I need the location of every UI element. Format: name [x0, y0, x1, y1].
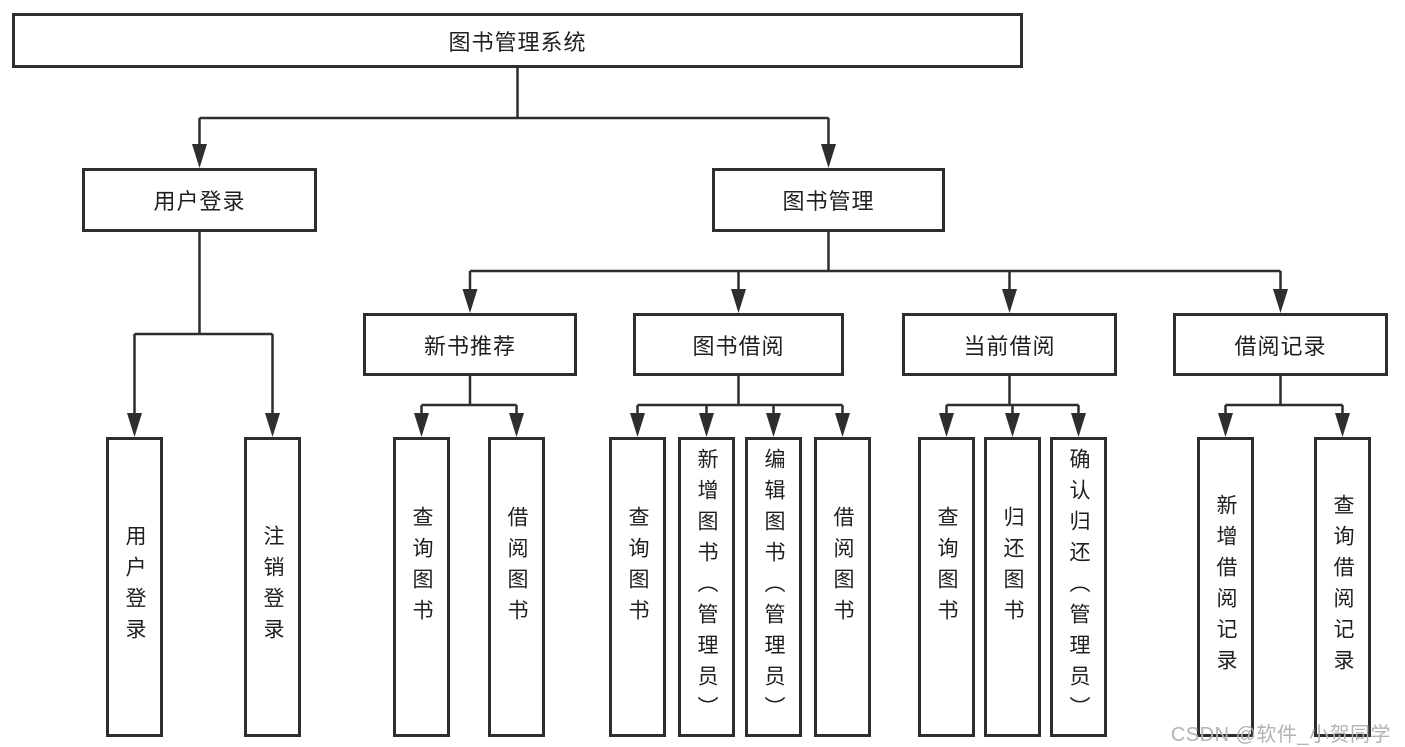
node-label: 新增借阅记录 — [1214, 494, 1237, 680]
node-label: 查询图书 — [935, 506, 958, 630]
node-book-borrowing: 图书借阅 — [633, 313, 844, 376]
node-label: 图书管理系统 — [448, 29, 587, 55]
node-label: 查询借阅记录 — [1331, 494, 1354, 680]
arrowhead-icon — [127, 413, 142, 437]
arrowhead-icon — [630, 413, 645, 437]
node-current-borrowing: 当前借阅 — [902, 313, 1117, 376]
arrowhead-icon — [1002, 289, 1017, 313]
node-label: 查询图书 — [410, 506, 433, 630]
arrowhead-icon — [766, 413, 781, 437]
node-label: 用户登录 — [153, 189, 246, 214]
leaf-edit-books-admin: 编辑图书（管理员） — [745, 437, 802, 737]
arrowhead-icon — [821, 144, 836, 168]
arrowhead-icon — [265, 413, 280, 437]
arrowhead-icon — [1273, 289, 1288, 313]
node-label: 当前借阅 — [963, 333, 1056, 359]
arrowhead-icon — [1218, 413, 1233, 437]
connector-borrow-record-to-children — [1218, 376, 1350, 437]
arrowhead-icon — [939, 413, 954, 437]
node-label: 确认归还（管理员） — [1067, 447, 1090, 727]
node-label: 新书推荐 — [423, 333, 516, 359]
node-label: 图书管理 — [782, 189, 875, 214]
arrowhead-icon — [192, 144, 207, 168]
node-label: 编辑图书（管理员） — [762, 447, 785, 727]
arrowhead-icon — [835, 413, 850, 437]
node-borrowing-records: 借阅记录 — [1173, 313, 1388, 376]
node-book-management: 图书管理 — [712, 168, 945, 232]
node-label: 用户登录 — [123, 525, 146, 649]
node-root-system: 图书管理系统 — [12, 13, 1023, 68]
node-label: 图书借阅 — [692, 333, 785, 359]
connector-new-book-rec-to-children — [414, 376, 524, 437]
connector-current-borrow-to-children — [939, 376, 1086, 437]
node-user-login: 用户登录 — [82, 168, 317, 232]
node-label: 借阅图书 — [505, 506, 528, 630]
arrowhead-icon — [462, 289, 478, 313]
node-new-book-recommend: 新书推荐 — [363, 313, 577, 376]
arrowhead-icon — [1071, 413, 1086, 437]
leaf-query-borrow-record: 查询借阅记录 — [1314, 437, 1371, 737]
leaf-user-login: 用户登录 — [106, 437, 163, 737]
leaf-return-books: 归还图书 — [984, 437, 1041, 737]
arrowhead-icon — [1335, 413, 1350, 437]
node-label: 借阅记录 — [1234, 333, 1327, 359]
leaf-borrow-books-borrowing: 借阅图书 — [814, 437, 871, 737]
arrowhead-icon — [414, 413, 429, 437]
connector-book-mgmt-to-level3 — [462, 232, 1288, 313]
leaf-add-borrow-record: 新增借阅记录 — [1197, 437, 1254, 737]
csdn-watermark: CSDN @软件_小贺同学 — [1170, 724, 1391, 746]
leaf-confirm-return-admin: 确认归还（管理员） — [1050, 437, 1107, 737]
leaf-add-books-admin: 新增图书（管理员） — [678, 437, 735, 737]
leaf-borrow-books-recommend: 借阅图书 — [488, 437, 545, 737]
arrowhead-icon — [1005, 413, 1020, 437]
arrowhead-icon — [509, 413, 524, 437]
node-label: 新增图书（管理员） — [695, 447, 718, 727]
node-label: 借阅图书 — [831, 506, 854, 630]
leaf-logout: 注销登录 — [244, 437, 301, 737]
connector-book-borrow-to-children — [630, 376, 850, 437]
leaf-query-books-borrowing: 查询图书 — [609, 437, 666, 737]
node-label: 注销登录 — [261, 525, 284, 649]
node-label: 归还图书 — [1001, 506, 1024, 630]
connector-user-login-to-children — [127, 232, 280, 437]
connector-root-to-level2 — [192, 68, 836, 168]
arrowhead-icon — [731, 289, 746, 313]
leaf-query-books-current: 查询图书 — [918, 437, 975, 737]
arrowhead-icon — [699, 413, 714, 437]
node-label: 查询图书 — [626, 506, 649, 630]
leaf-query-books-recommend: 查询图书 — [393, 437, 450, 737]
